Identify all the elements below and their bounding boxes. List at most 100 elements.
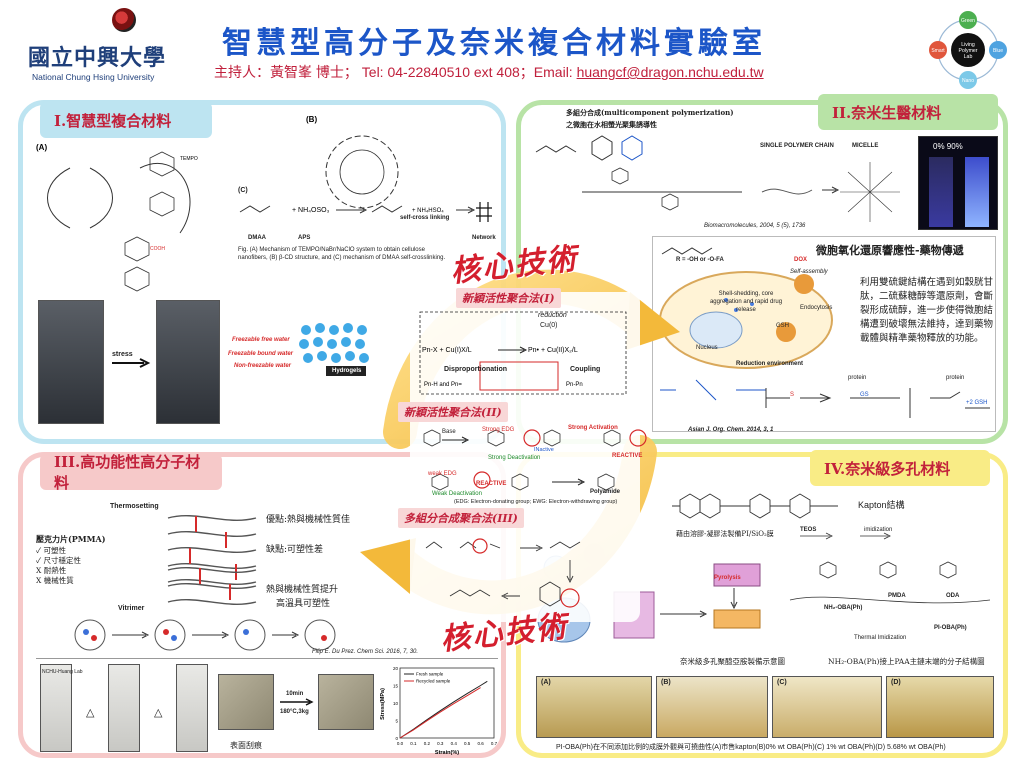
sample-photo-3 [176, 664, 208, 752]
exchange-reaction-diagram [74, 619, 336, 651]
reduction-label: reduction [538, 312, 567, 319]
shell-note: Shell-shedding, core aggregation and rap… [709, 291, 783, 313]
film-photo-a: (A) [536, 676, 652, 738]
hydrogel-water-diagram [299, 323, 369, 376]
weak-edg-label: weak EDG [428, 471, 457, 477]
imidization-label: imidization [864, 527, 893, 533]
vitrimer-label: Vitrimer [118, 605, 145, 612]
chart-xtick-label: 0.6 [477, 741, 484, 746]
strong-deactivation-label: Strong Deactivation [488, 455, 541, 461]
atrp-mechanism: Pn-X + Cu(I)X/L Pn• + Cu(II)X₂/L Pn-H an… [419, 311, 627, 395]
nh2-oba-label: NH₂-OBA(Ph) [824, 605, 863, 611]
network-label: Network [472, 235, 496, 241]
chart-plot-area [399, 667, 495, 739]
pmma-item: X 機械性質 [36, 576, 74, 585]
chart-legend-label: Recycled sample [416, 679, 451, 684]
strong-activation-label: Strong Activation [568, 425, 618, 431]
svg-text:Smart: Smart [931, 48, 945, 54]
film-caption: PI-OBA(Ph)在不同添加比例的成膜外觀與可撓曲性(A)市售kapton(B… [556, 744, 946, 751]
self-assembly-label: Self-assembly [790, 269, 828, 275]
chart-xtick-label: 0.3 [437, 741, 444, 746]
section-tag-1: I.智慧型複合材料 [40, 102, 212, 138]
disproportionation-label: Disproportionation [444, 366, 507, 373]
cycle-node-blue: Blue [989, 41, 1007, 59]
chart-ytick-label: 15 [393, 684, 399, 689]
chart-ytick-label: 0 [395, 736, 398, 741]
panel2-ref2: Asian J. Org. Chem. 2014, 3, 1 [688, 427, 774, 433]
heat-delta-1: △ [86, 707, 95, 719]
svg-text:+ NH₄HSO₄: + NH₄HSO₄ [412, 208, 444, 214]
water-label-2: Freezable bound water [228, 351, 294, 357]
label-a: (A) [36, 143, 47, 152]
strong-edg-label: Strong EDG [482, 427, 515, 433]
panel1-caption: Fig. (A) Mechanism of TEMPO/NaBr/NaClO s… [238, 247, 446, 261]
dmaa-crosslink-scheme: + NH₄OSO₃ + NH₄HSO₄ [239, 202, 492, 222]
cycle-center-node [951, 33, 985, 67]
pmma-item: ✓ 尺寸穩定性 [36, 556, 82, 565]
improve-text: 熱與機械性質提升 [266, 585, 339, 595]
redox-description: 利用雙硫鍵結構在遇到如穀胱甘肽，二硫蘇糖醇等還原劑，會斷裂形成硫醇，進一步使得微… [860, 277, 994, 344]
method-label-3: 多組分合成聚合法(III) [398, 508, 524, 528]
thermosetting-label: Thermosetting [110, 503, 159, 510]
vitrimer-network [167, 566, 257, 606]
weak-deactivation-label: Weak Deactivation [432, 491, 482, 497]
svg-text:Green: Green [961, 18, 975, 24]
cycle-node-smart: Smart [929, 41, 947, 59]
lab-label: NCHU-Huang Lab [42, 669, 83, 675]
heal-time-label: 10min [286, 691, 304, 697]
stress-arrow-icon [112, 358, 151, 368]
svg-text:TEMPO: TEMPO [180, 156, 198, 162]
tensile-photo-before [38, 300, 104, 424]
film-label-d: (D) [891, 679, 901, 686]
pros-text: 優點:熱與機械性質佳 [266, 515, 351, 525]
disulfide-exchange-scheme: S GS +2 GSH [765, 388, 990, 418]
chart-xlabel: Strain(%) [435, 750, 459, 756]
email-link[interactable]: huangcf@dragon.nchu.edu.tw [576, 64, 764, 80]
coupling-label: Coupling [570, 366, 601, 373]
chart-xtick-label: 0.0 [397, 741, 404, 746]
heal-arrow-icon [280, 698, 314, 706]
svg-text:Pn-H and Pn=: Pn-H and Pn= [424, 382, 462, 388]
svg-text:COOH: COOH [150, 246, 165, 252]
page-title: 智慧型高分子及奈米複合材料實驗室 [222, 26, 766, 61]
reactive-label-1: REACTIVE [612, 453, 643, 459]
film-photo-b: (B) [656, 676, 768, 738]
film-photo-c: (C) [772, 676, 882, 738]
pi-oba-label: PI-OBA(Ph) [934, 625, 967, 631]
panel3-divider [36, 658, 498, 659]
kapton-structure [672, 493, 838, 519]
cycle-node-green: Green [959, 11, 977, 29]
university-emblem-icon [112, 8, 136, 32]
redox-title: 微胞氧化還原響應性-藥物傳遞 [816, 244, 964, 257]
method-label-2: 新穎活性聚合法(II) [398, 402, 508, 422]
oda-label: ODA [946, 593, 960, 599]
thermosetting-network [167, 514, 257, 586]
chart-legend-label: Fresh sample [416, 672, 444, 677]
scratch-caption: 表面刮痕 [230, 741, 262, 750]
film-photo-d: (D) [886, 676, 994, 738]
pi-oba-synthesis-scheme [789, 532, 991, 604]
sol-gel-label: 藉由溶膠-凝膠法製備PI/SiO₂膜 [676, 530, 774, 538]
mcp-subheading: 之微胞在水相螢光聚集誘導性 [566, 120, 657, 129]
pmma-item: ✓ 可塑性 [36, 546, 67, 555]
improve-text-2: 高溫具可塑性 [276, 599, 331, 609]
svg-text:(B): (B) [306, 115, 317, 124]
university-english-name: National Chung Hsing University [32, 72, 155, 82]
svg-text:Blue: Blue [993, 48, 1003, 54]
pmda-label: PMDA [888, 593, 906, 599]
chart-ytick-label: 20 [393, 666, 399, 671]
chain-growth-condensation-scheme [423, 429, 647, 491]
svg-text:S: S [790, 392, 794, 398]
university-logo-text: 國立中興大學 [28, 45, 167, 71]
svg-text:+ NH₄OSO₃: + NH₄OSO₃ [292, 207, 330, 214]
svg-text:Living: Living [961, 42, 975, 48]
protein-label-2: protein [946, 375, 965, 381]
single-chain-label: SINGLE POLYMER CHAIN [760, 143, 834, 149]
chart-xtick-label: 0.7 [491, 741, 498, 746]
mcp-heading: 多組分合成(multicomponent polymerization) [566, 108, 734, 117]
chart-ylabel: Stress(MPa) [380, 688, 386, 720]
panel2-ref1: Biomacromolecules, 2004, 5 (5), 1736 [704, 223, 806, 229]
film-label-a: (A) [541, 679, 551, 686]
water-label-3: Non-freezable water [234, 363, 292, 369]
